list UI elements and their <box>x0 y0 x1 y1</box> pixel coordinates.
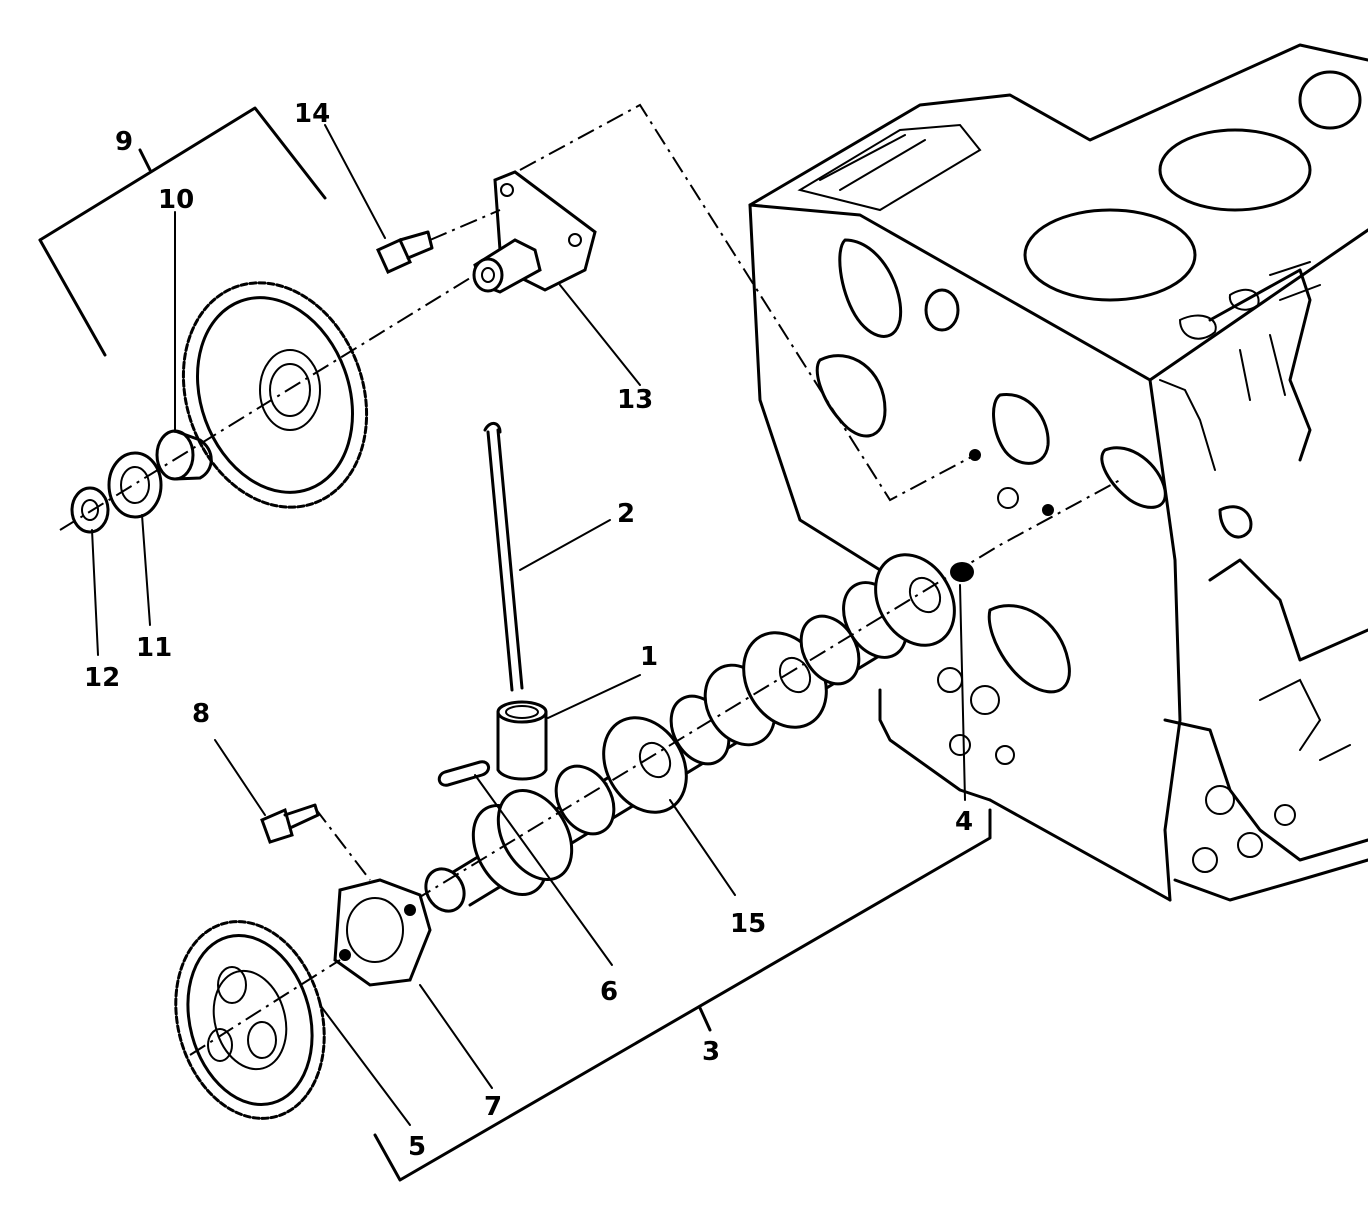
callout-8: 8 <box>192 699 210 729</box>
callout-3: 3 <box>702 1037 720 1067</box>
engine-block <box>748 43 1368 902</box>
camshaft-gear <box>174 920 326 1120</box>
callout-6: 6 <box>600 977 618 1007</box>
callout-7: 7 <box>484 1092 502 1122</box>
idler-gear <box>181 281 369 509</box>
thrust-plate <box>333 878 432 987</box>
thrust-washer <box>107 451 163 519</box>
callout-1: 1 <box>640 642 658 672</box>
camshaft <box>424 553 974 913</box>
callout-2: 2 <box>617 499 635 529</box>
bracket-alignment <box>519 103 976 502</box>
idler-axis <box>59 274 476 531</box>
callout-5: 5 <box>408 1132 426 1162</box>
idler-bushing <box>155 429 213 481</box>
snap-ring <box>70 486 110 534</box>
callout-13: 13 <box>617 385 653 415</box>
callout-10: 10 <box>158 185 194 215</box>
woodruff-key <box>437 760 490 787</box>
bolt-axis-8 <box>314 807 371 881</box>
leader-lines <box>38 106 992 1182</box>
callout-12: 12 <box>84 663 120 693</box>
tappet <box>496 700 548 781</box>
gear-axis-5 <box>189 959 341 1056</box>
callout-14: 14 <box>294 99 330 129</box>
idler-shaft-bracket <box>472 170 597 294</box>
callout-4: 4 <box>955 807 973 837</box>
thrust-plate-bolt <box>260 803 320 844</box>
bolt-axis-14 <box>429 209 501 241</box>
callout-15: 15 <box>730 909 766 939</box>
callout-9: 9 <box>115 127 133 157</box>
camshaft-axis <box>414 479 1121 901</box>
push-rod <box>483 422 524 692</box>
bracket-bolt <box>376 230 434 274</box>
callout-labels: 1 2 3 4 5 6 7 8 9 10 11 12 13 14 15 <box>84 99 973 1162</box>
callout-11: 11 <box>136 633 172 663</box>
